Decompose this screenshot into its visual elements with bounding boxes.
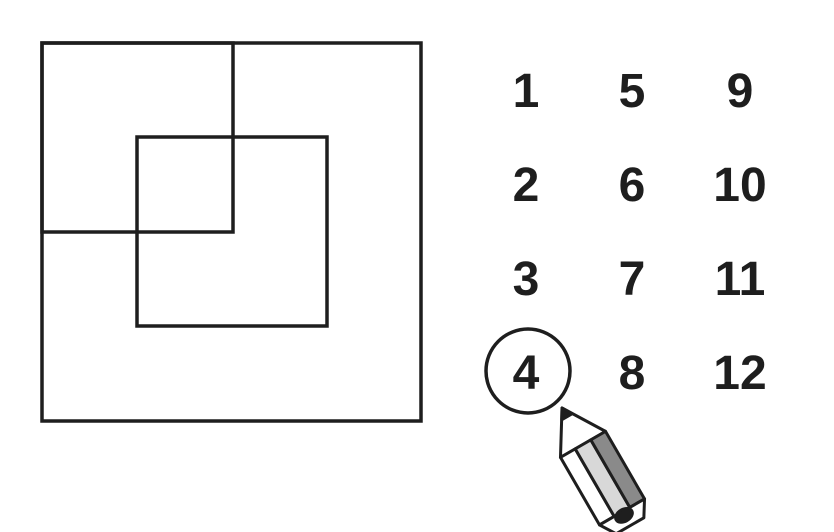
option-12[interactable]: 12 xyxy=(713,347,766,400)
option-9[interactable]: 9 xyxy=(727,65,754,118)
option-11[interactable]: 11 xyxy=(715,253,766,306)
option-6[interactable]: 6 xyxy=(619,159,646,212)
option-5[interactable]: 5 xyxy=(619,65,646,118)
option-7[interactable]: 7 xyxy=(619,253,646,306)
rectangle-figure xyxy=(40,41,423,423)
option-2[interactable]: 2 xyxy=(513,159,540,212)
option-1[interactable]: 1 xyxy=(513,65,540,118)
inner-square xyxy=(135,135,329,328)
option-8[interactable]: 8 xyxy=(619,347,646,400)
answer-options: 1 2 3 4 5 6 7 8 9 10 11 12 xyxy=(513,65,767,400)
option-3[interactable]: 3 xyxy=(513,253,540,306)
option-10[interactable]: 10 xyxy=(713,159,766,212)
pencil-icon xyxy=(558,406,647,532)
option-4[interactable]: 4 xyxy=(513,347,540,400)
answer-selection-circle xyxy=(484,327,572,415)
